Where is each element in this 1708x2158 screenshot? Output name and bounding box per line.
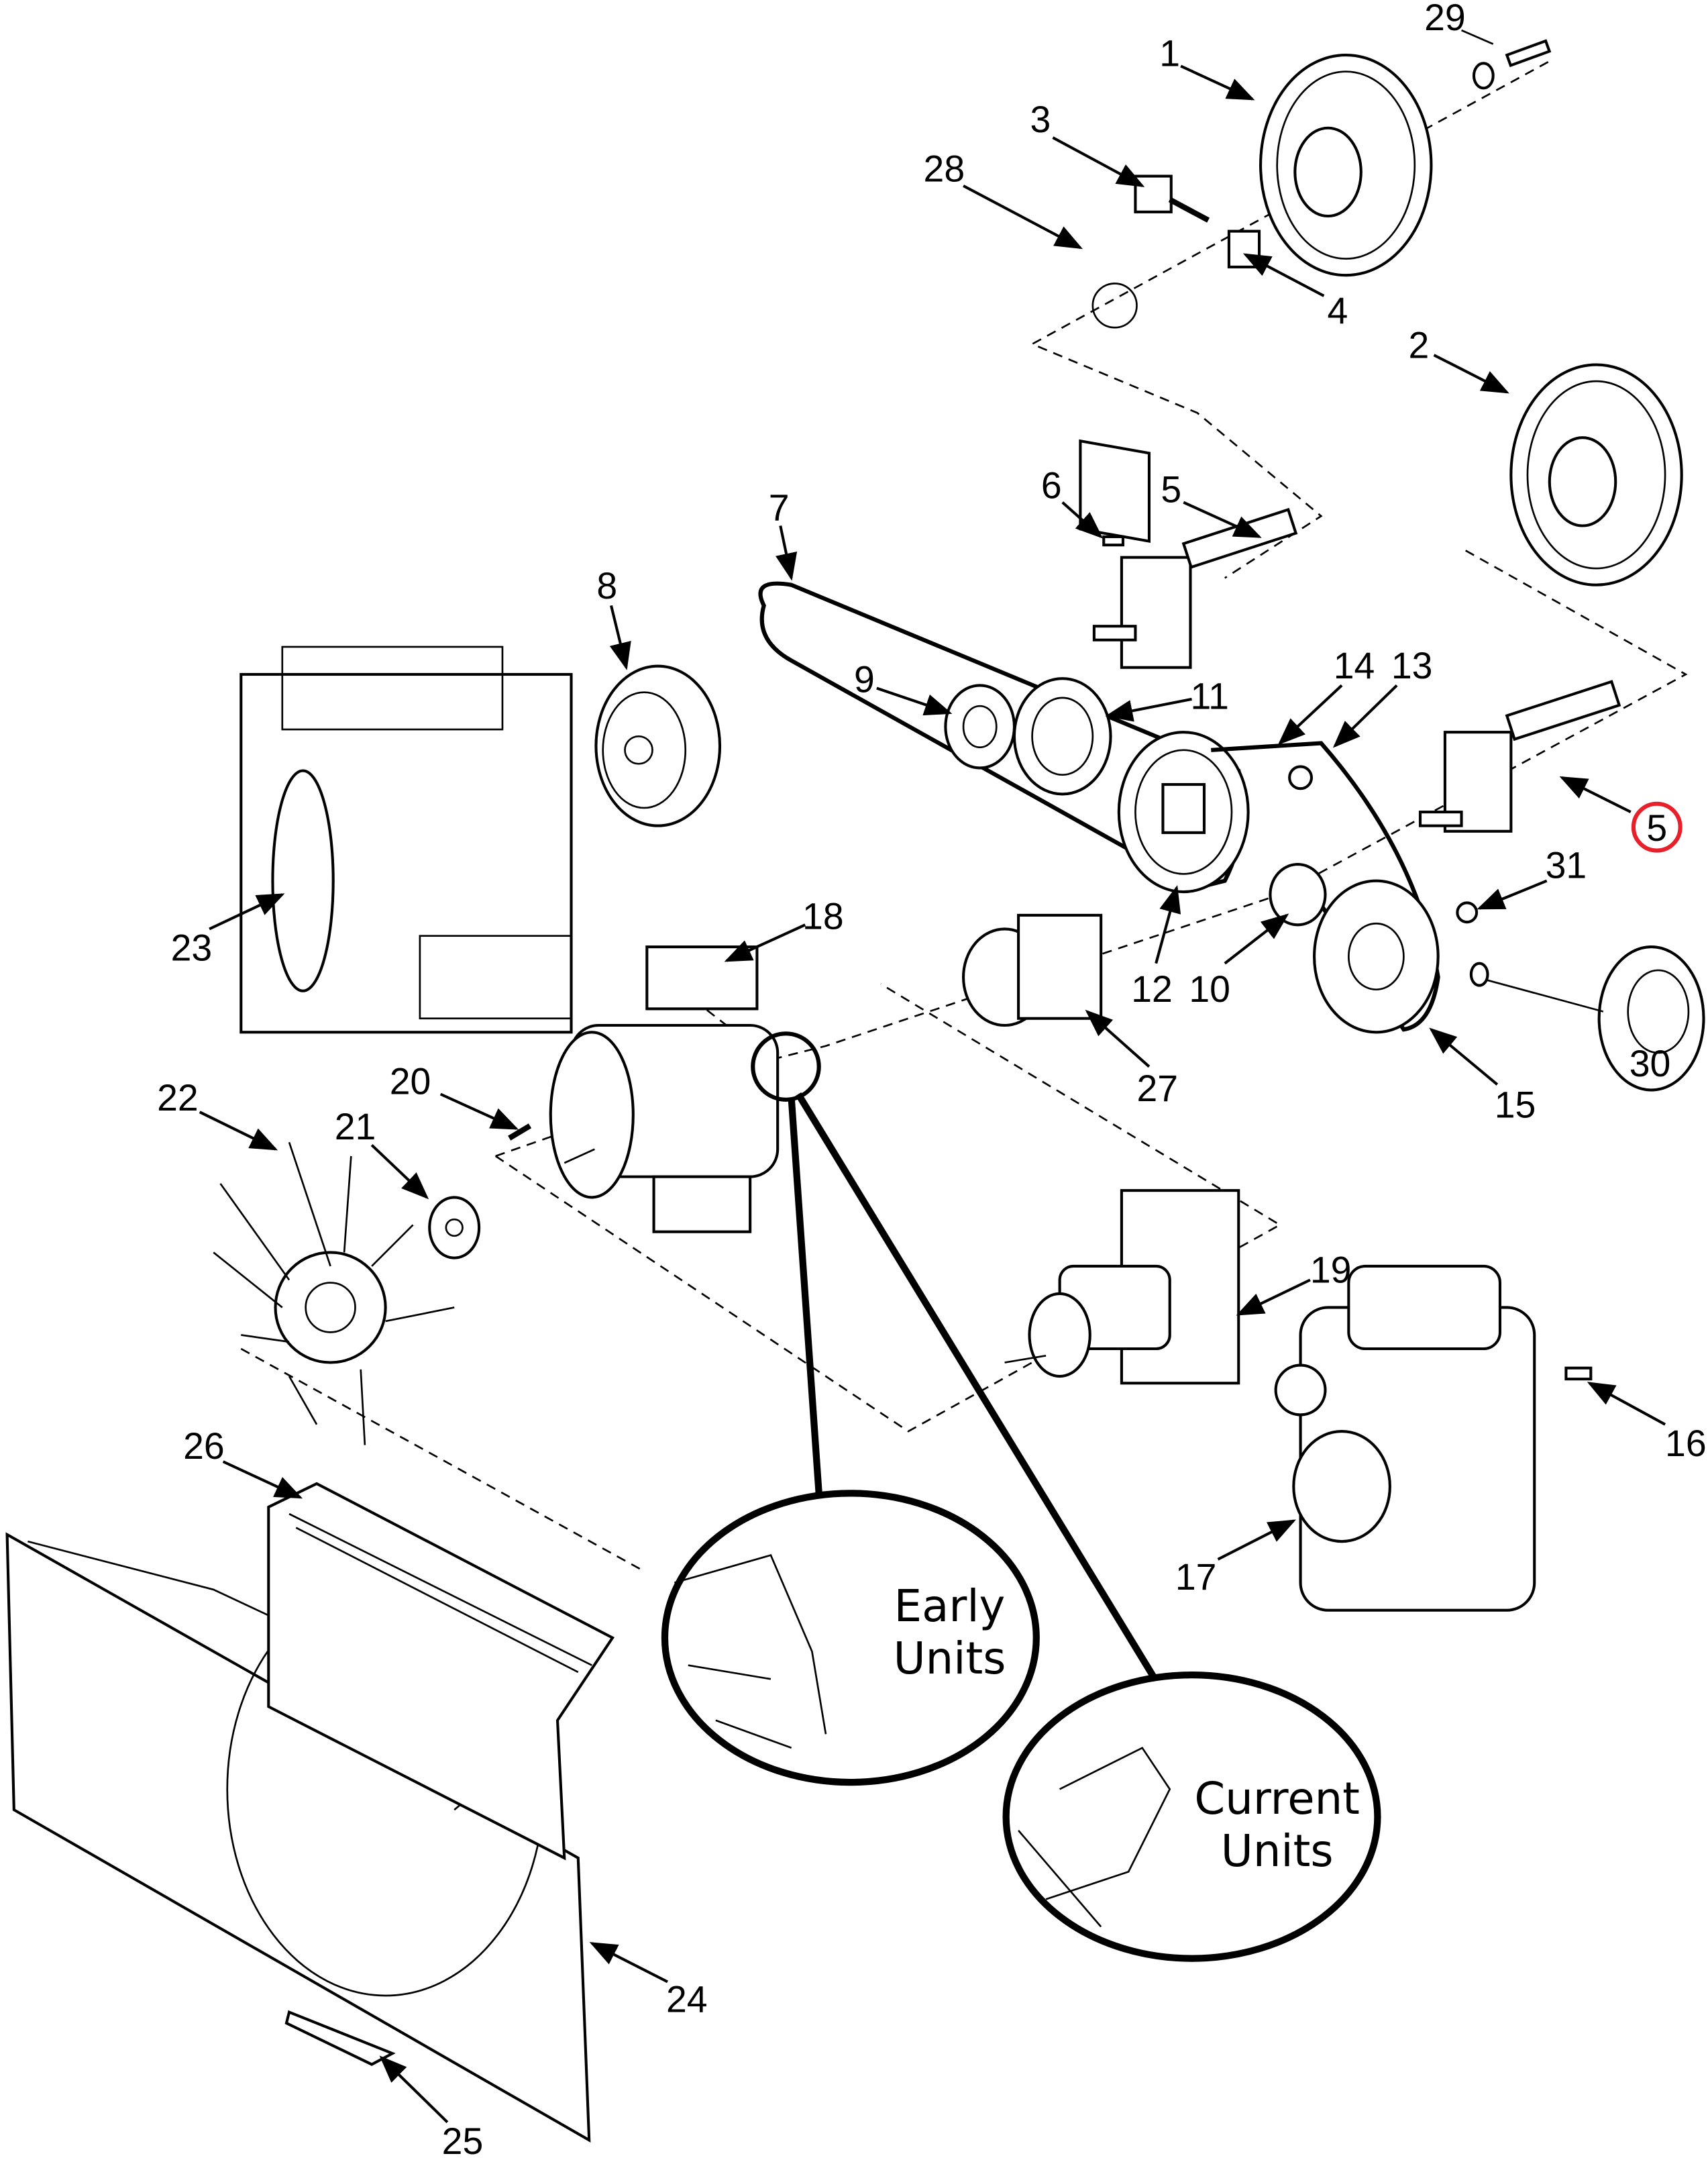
callout-4: 4 (1328, 290, 1348, 331)
detail-current-units: Current Units (1002, 1671, 1381, 1962)
clip-4 (1227, 229, 1261, 268)
callout-28: 28 (924, 148, 965, 190)
current-units-line2: Units (1221, 1826, 1334, 1877)
callout-5: 5 (1161, 469, 1181, 511)
key-16 (1564, 1366, 1593, 1381)
bracket-3 (1134, 174, 1210, 223)
callout-16: 16 (1665, 1423, 1707, 1464)
callout-11: 11 (1190, 675, 1228, 717)
idler-9 (944, 684, 1016, 770)
callout-3: 3 (1030, 99, 1051, 140)
fan-2 (1509, 363, 1683, 586)
fan-1 (1259, 53, 1433, 277)
gasket-28 (1079, 282, 1151, 543)
callout-6: 6 (1041, 464, 1062, 506)
callout-14: 14 (1334, 645, 1375, 686)
callout-25: 25 (442, 2120, 484, 2158)
callout-26: 26 (183, 1425, 225, 1467)
pulley-8 (594, 664, 722, 827)
pin-20 (508, 1123, 532, 1141)
pulley-12 (1117, 731, 1250, 894)
callout-8: 8 (596, 565, 617, 607)
motor-18 (549, 945, 780, 1233)
callout-22: 22 (157, 1077, 199, 1119)
fan-22 (213, 1141, 455, 1445)
tensioner-10 (1269, 862, 1327, 927)
engine-23 (239, 646, 573, 1034)
washer-bolt-29 (1472, 39, 1552, 90)
compressor-17 (1274, 1264, 1536, 1612)
hub-21 (428, 1196, 481, 1260)
pulley-15 (1313, 879, 1440, 1034)
callout-12: 12 (1131, 968, 1173, 1010)
key-6 (1102, 535, 1125, 547)
current-units-line1: Current (1194, 1774, 1359, 1825)
detail-leader-lines (751, 1031, 1157, 1678)
callout-labels: 1 29 3 28 4 2 6 5 7 8 9 11 14 13 5 31 23… (157, 0, 1706, 2158)
callout-30: 30 (1630, 1043, 1671, 1084)
bracket-19 (1004, 1189, 1240, 1385)
alternator-27 (962, 913, 1103, 1027)
callout-20: 20 (390, 1061, 431, 1102)
callout-9: 9 (854, 659, 875, 701)
callout-19: 19 (1310, 1249, 1352, 1291)
callout-27: 27 (1136, 1068, 1178, 1109)
callout-1: 1 (1159, 32, 1180, 74)
callout-29: 29 (1424, 0, 1466, 38)
callout-21: 21 (335, 1106, 376, 1147)
callout-24: 24 (666, 1979, 708, 2020)
shaft-bearing-5 (1092, 507, 1298, 669)
callout-7: 7 (769, 486, 790, 528)
early-units-line1: Early (894, 1581, 1006, 1632)
grille-26 (267, 1482, 615, 1861)
callout-2: 2 (1409, 324, 1430, 366)
detail-early-units: Early Units (661, 1490, 1040, 1786)
callout-17: 17 (1175, 1556, 1217, 1598)
callout-23: 23 (171, 927, 213, 969)
bracket-25 (284, 2010, 396, 2066)
callout-31: 31 (1546, 845, 1587, 886)
washer-30 (1469, 945, 1705, 1092)
highlight-circle (1631, 801, 1683, 853)
callout-18: 18 (802, 895, 844, 937)
nut-31 (1456, 901, 1479, 924)
callout-5-highlighted[interactable]: 5 (1646, 807, 1667, 849)
shaft-bearing-5b (1418, 680, 1621, 833)
callout-15: 15 (1495, 1084, 1536, 1125)
callout-leaders (199, 29, 1666, 2124)
early-units-line2: Units (894, 1633, 1006, 1684)
callout-13: 13 (1391, 645, 1433, 686)
callout-10: 10 (1189, 968, 1230, 1010)
pulley-11 (1012, 677, 1112, 796)
